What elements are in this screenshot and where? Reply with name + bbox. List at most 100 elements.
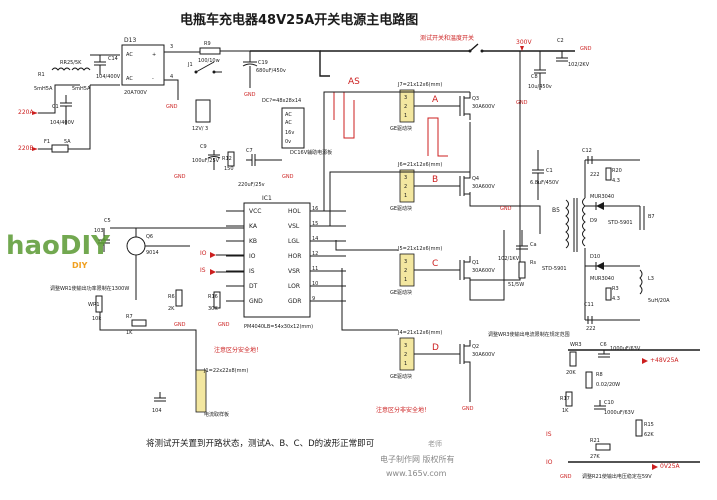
c9-value: 100uF/25V (192, 158, 220, 164)
r6-value: 2K (168, 306, 175, 312)
gate-d-pin-3: 3 (404, 343, 407, 349)
current-sample-block (195, 369, 207, 413)
ca-label: Ca (530, 242, 537, 248)
c19-value: 680uF/450v (256, 68, 286, 74)
resistor-r15 (635, 419, 643, 437)
watermark-site-url: www.165v.com (386, 469, 447, 478)
ic1-pin-kb: KB (249, 238, 257, 245)
resistor-r3 (605, 287, 612, 301)
r6-label: R6 (168, 294, 175, 300)
ic1-pin-hol: HOL (288, 208, 301, 215)
mosfet-q3-value: 30A600V (472, 104, 495, 110)
warning-safe-ground: 注意区分安全地！ (214, 346, 262, 354)
q6-value: 9014 (146, 250, 159, 256)
c1-value: 104/400V (50, 120, 75, 126)
wr1-value: 10k (92, 316, 101, 322)
resistor-r9 (199, 47, 221, 55)
gnd-label-11: GND (218, 322, 230, 328)
ic1-pin-num-hol: 16 (312, 206, 318, 212)
gate-a-pin-3: 3 (404, 95, 407, 101)
page-title: 电瓶车充电器48V25A开关电源主电路图 (180, 12, 418, 28)
ic1-driver: IC1 PM4040LB=54x30x12(mm) (243, 195, 313, 330)
switch-node-a (469, 122, 541, 234)
r21-value: 27K (590, 454, 600, 460)
resistor-wr1 (95, 295, 103, 313)
gate-c-pin-2: 2 (404, 268, 407, 274)
rs-value: 51/5W (508, 282, 524, 288)
footer-note: 将测试开关置到开路状态，测试A、B、C、D的波形正常即可 (146, 438, 375, 449)
hv-rail-link (250, 50, 330, 77)
c5-value: 103 (94, 228, 104, 234)
c5-label: C5 (104, 218, 111, 224)
dc-aux-board: AC AC 16v 0v DC?=48x28x14 DC16V辅助电源板 (262, 98, 332, 156)
control-return (99, 312, 197, 380)
gnd-label-3: GND (516, 100, 528, 106)
r17-value: 1K (562, 408, 569, 414)
gnd-label-9: GND (560, 474, 572, 480)
wr3-value: 20K (566, 370, 576, 376)
rs-label: Rs (530, 260, 536, 266)
d9-label: D9 (590, 218, 597, 224)
wr1-note: 调整WR1使输出功率限制在1300W (50, 285, 129, 292)
r8-label: R8 (596, 372, 603, 378)
b5-label: B5 (552, 207, 560, 214)
ic1-pin-num-vsl: 15 (312, 221, 318, 227)
gate-d-pin-2: 2 (404, 352, 407, 358)
gnd-label-5: GND (174, 174, 186, 180)
gate-c-pin-1: 1 (404, 277, 407, 283)
gate-b-pin-2: 2 (404, 184, 407, 190)
fuse-f1 (51, 144, 69, 153)
is-label-left: IS (200, 267, 206, 274)
switch-node-c (469, 230, 505, 301)
ac-input-220a: 220A (18, 109, 34, 116)
mosfet-q1 (459, 256, 471, 284)
ic1-pin-num-lor: 10 (312, 281, 318, 287)
warning-unsafe-ground: 注意区分非安全地！ (376, 406, 430, 414)
b7-label: B7 (648, 214, 655, 220)
ic1-label: IC1 (262, 195, 272, 202)
c1b-label: C1 (546, 168, 553, 174)
mosfet-q3-label: Q3 (472, 96, 479, 102)
d13-value: 20A700V (124, 90, 147, 96)
fuse-label: F1 (44, 139, 50, 145)
output-plus-label: +48V25A (650, 357, 679, 364)
ic1-pin-num-vsr: 11 (312, 266, 318, 272)
r8-value: 0.02/20W (596, 382, 620, 388)
io-label-left: IO (200, 250, 207, 257)
mosfet-q4-value: 30A600V (472, 184, 495, 190)
ic1-pin-num-hor: 12 (312, 251, 318, 257)
c7-value: 220uF/25v (238, 182, 265, 188)
gnd-label-6: GND (282, 174, 294, 180)
gate-b-core-spec: J6=21x12x6(mm) (397, 162, 442, 168)
gate-d-label: D (432, 343, 439, 353)
dc-pin-16v: 16v (285, 130, 294, 136)
ic1-pin-lgl: LGL (288, 238, 300, 245)
dc-board-sublabel: DC16V辅助电源板 (290, 149, 332, 156)
r9-value: 100/10w (198, 58, 220, 64)
j1-block-label: J1=22x22x8(mm) (203, 368, 248, 374)
j1-label: J1 (187, 62, 193, 68)
c12-value: 222 (590, 172, 600, 178)
d13-pin-minus: - (152, 76, 154, 82)
mosfet-q2-value: 30A600V (472, 352, 495, 358)
std-label-1: STD-5901 (542, 266, 567, 272)
wr3-note: 调整WR3使输出电流限制在规定范围 (488, 331, 570, 338)
rr-label: RR25/5K (60, 60, 82, 66)
ic1-pin-vsl: VSL (288, 223, 300, 230)
ic1-pin-io: IO (249, 253, 256, 260)
gnd-label-2: GND (244, 92, 256, 98)
gate-d-core-spec: J4=21x12x6(mm) (397, 330, 442, 336)
resistor-r6 (175, 289, 183, 307)
wr3-label: WR3 (570, 342, 582, 348)
r102-value: 102/1KV (498, 256, 520, 262)
d10-value: MUR3040 (590, 276, 614, 282)
r17-label: R17 (560, 396, 570, 402)
ic1-pin-hor: HOR (288, 253, 301, 260)
c1-label: C1 (52, 104, 59, 110)
ic1-pin-num-gdr: 9 (312, 296, 315, 302)
c8-label: C8 (531, 74, 538, 80)
c7-label: C7 (246, 148, 253, 154)
v300-label: 300V (516, 39, 532, 46)
